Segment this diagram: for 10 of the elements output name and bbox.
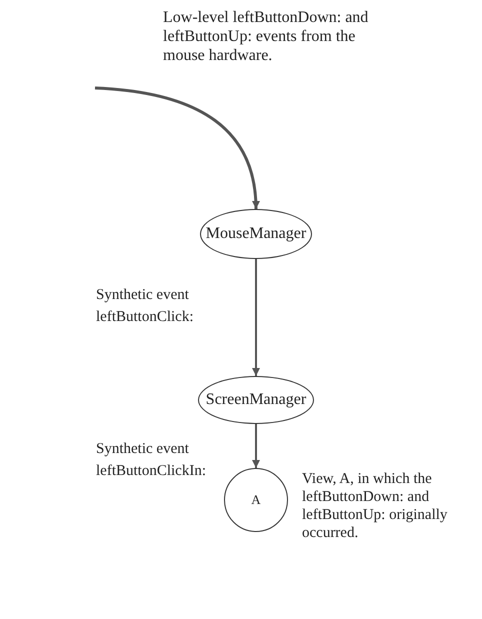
ellipse-node: MouseManager <box>200 209 312 259</box>
edge-label: Synthetic event leftButtonClickIn: <box>96 440 207 481</box>
node-caption: View, A, in which the leftButtonDown: and leftButtonUp: originally occurred. <box>302 470 448 542</box>
edge-label: Synthetic event leftButtonClick: <box>96 286 194 327</box>
arrow <box>94 86 260 210</box>
ellipse-node: ScreenManager <box>198 376 314 424</box>
circle-node: A <box>224 468 288 532</box>
note-text: Low-level leftButtonDown: and leftButtonUp: events from the mouse hardware. <box>163 8 370 65</box>
arrow <box>252 259 260 376</box>
arrow <box>252 424 260 468</box>
